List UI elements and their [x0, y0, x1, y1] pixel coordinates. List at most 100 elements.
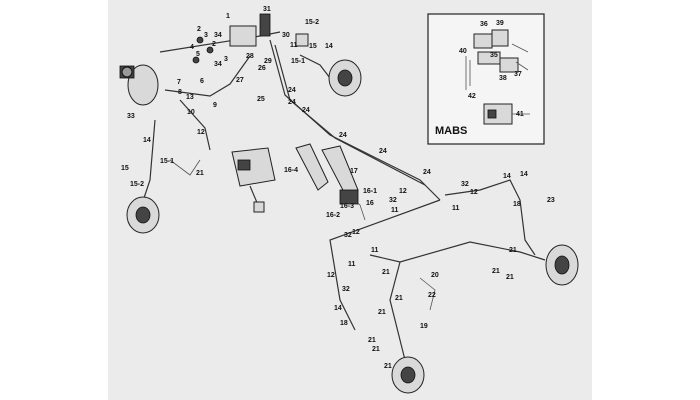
callout-label: 19	[420, 323, 428, 330]
brake-line	[139, 119, 156, 211]
callout-label: 14	[334, 305, 342, 312]
hub-center	[135, 206, 151, 224]
callout-label: 1	[226, 13, 230, 20]
callout-label: 8	[178, 89, 182, 96]
callout-label: 21	[372, 346, 380, 353]
callout-label: 4	[190, 44, 194, 51]
callout-label: 29	[264, 58, 272, 65]
callout-label: 14	[520, 171, 528, 178]
lever-base	[339, 189, 359, 205]
callout-label: 32	[461, 181, 469, 188]
pedal-assembly	[231, 147, 276, 213]
brake-line	[179, 99, 211, 151]
wheel-hub-rear-left	[391, 356, 425, 394]
brake-hose	[169, 159, 201, 176]
inset-callout-label: 39	[496, 20, 504, 27]
pedal-switch	[237, 159, 251, 171]
callout-label: 2	[197, 26, 201, 33]
callout-label: 15-1	[291, 58, 305, 65]
callout-label: 21	[506, 274, 514, 281]
brake-line	[269, 39, 441, 201]
callout-label: 15-2	[130, 181, 144, 188]
callout-label: 11	[348, 261, 356, 268]
callout-label: 26	[258, 65, 266, 72]
callout-label: 33	[127, 113, 135, 120]
fitting-part	[192, 56, 200, 64]
callout-label: 12	[470, 189, 478, 196]
mabs-modulator-port	[487, 109, 497, 119]
inset-callout-label: 36	[480, 21, 488, 28]
brake-line	[369, 241, 546, 263]
pedal-pad	[253, 201, 265, 213]
callout-label: 6	[200, 78, 204, 85]
fitting-part	[196, 36, 204, 44]
valve-bracket	[259, 13, 271, 37]
callout-label: 7	[177, 79, 181, 86]
inset-callout-label: 40	[459, 48, 467, 55]
callout-label: 21	[395, 295, 403, 302]
wheel-hub-rear-right	[545, 244, 579, 286]
callout-label: 21	[196, 170, 204, 177]
inset-callout-label: 42	[468, 93, 476, 100]
callout-label: 25	[257, 96, 265, 103]
callout-label: 16-2	[326, 212, 340, 219]
callout-label: 27	[236, 77, 244, 84]
hub-center	[554, 255, 570, 275]
lever-handle	[295, 143, 329, 191]
wheel-hub-front-left	[126, 196, 160, 234]
brake-line	[164, 55, 251, 97]
callout-label: 15	[309, 43, 317, 50]
hub-center	[400, 366, 416, 384]
inset-callout-label: 38	[499, 75, 507, 82]
callout-label: 22	[428, 292, 436, 299]
callout-label: 15	[121, 165, 129, 172]
callout-label: 18	[340, 320, 348, 327]
callout-label: 11	[290, 42, 298, 49]
callout-label: 9	[213, 102, 217, 109]
reservoir-cap	[121, 66, 133, 78]
inset-callout-label: 35	[490, 52, 498, 59]
callout-label: 32	[342, 286, 350, 293]
mabs-valve-part	[491, 29, 509, 47]
callout-label: 15-2	[305, 19, 319, 26]
callout-label: 12	[352, 229, 360, 236]
callout-label: 3	[224, 56, 228, 63]
callout-label: 2	[212, 41, 216, 48]
callout-label: 5	[196, 51, 200, 58]
inset-callout-labels: 36 39 40 35 38 37 42 41	[459, 20, 524, 118]
callout-label: 20	[431, 272, 439, 279]
valve-cluster	[192, 13, 309, 64]
brake-line	[274, 44, 426, 186]
callout-label: 15-1	[160, 158, 174, 165]
callout-label: 23	[547, 197, 555, 204]
brake-hose	[419, 277, 436, 311]
callout-label: 13	[186, 94, 194, 101]
callout-label: 12	[197, 129, 205, 136]
callout-label: 30	[282, 32, 290, 39]
callout-label: 17	[350, 168, 358, 175]
callout-label: 11	[452, 205, 460, 212]
relay-valve	[229, 25, 257, 47]
callout-label: 16-3	[340, 203, 354, 210]
callout-label: 21	[378, 309, 386, 316]
mabs-bracket-part	[499, 57, 519, 73]
callout-label: 12	[399, 188, 407, 195]
mabs-bolt-part	[465, 56, 471, 90]
callout-label: 14	[143, 137, 151, 144]
callout-label: 24	[339, 132, 347, 139]
brake-line	[444, 179, 536, 256]
mabs-bolt-part	[511, 43, 529, 71]
parking-brake-lever	[295, 143, 359, 205]
callout-label: 16-1	[363, 188, 377, 195]
brake-line	[299, 54, 331, 79]
mabs-module-group	[465, 29, 530, 125]
mabs-valve-part	[473, 33, 493, 49]
pedal-bracket	[231, 147, 276, 187]
hub-center	[337, 69, 353, 87]
callout-label: 14	[325, 43, 333, 50]
callout-label: 24	[288, 99, 296, 106]
callout-label: 16	[366, 200, 374, 207]
fitting-part	[206, 46, 214, 54]
callout-label: 21	[368, 337, 376, 344]
